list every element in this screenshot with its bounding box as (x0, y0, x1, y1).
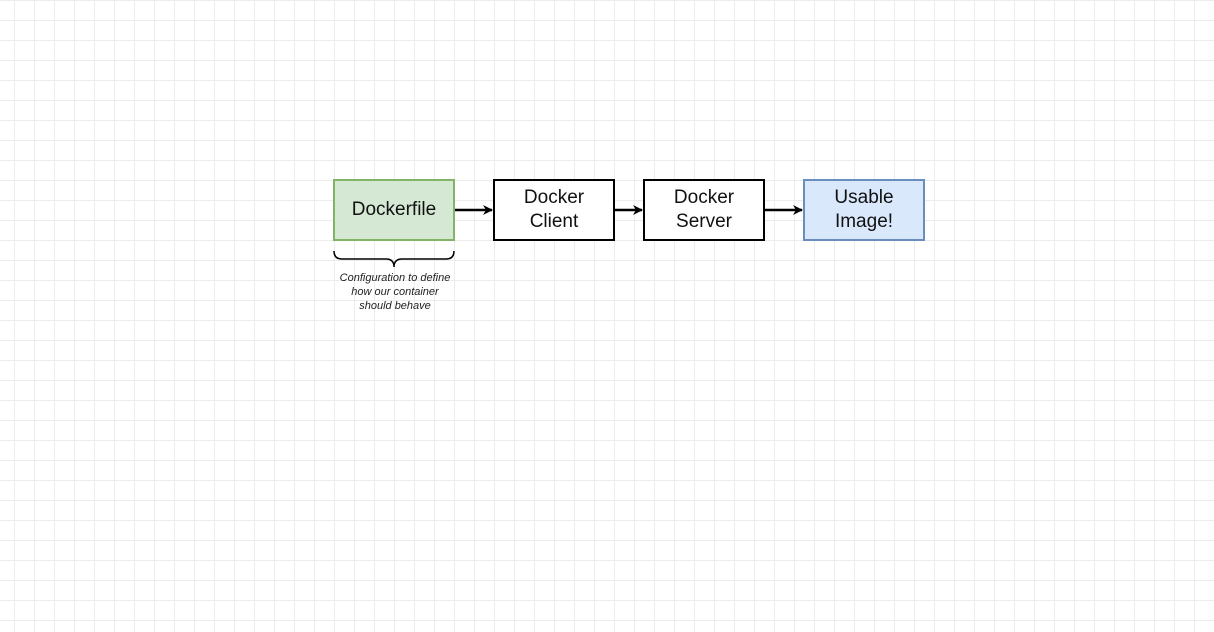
curly-brace[interactable] (333, 250, 455, 268)
usable-image-label-line2: Image! (834, 211, 894, 232)
usable-image-label-line1: Usable (834, 187, 894, 208)
annotation-line3: should behave (359, 300, 431, 312)
docker-client-box[interactable]: Docker Client (493, 179, 615, 241)
usable-image-box[interactable]: Usable Image! (803, 179, 925, 241)
docker-server-label-line1: Docker (673, 187, 735, 208)
docker-server-label-line2: Server (676, 211, 732, 232)
docker-server-box[interactable]: Docker Server (643, 179, 765, 241)
dockerfile-label: Dockerfile (351, 199, 437, 220)
dockerfile-annotation[interactable]: Configuration to define how our containe… (322, 271, 468, 313)
annotation-line1: Configuration to define (339, 272, 451, 284)
dockerfile-box[interactable]: Dockerfile (333, 179, 455, 241)
docker-client-label-line1: Docker (523, 187, 585, 208)
annotation-line2: how our container (351, 286, 439, 298)
docker-client-label-line2: Client (529, 211, 579, 232)
